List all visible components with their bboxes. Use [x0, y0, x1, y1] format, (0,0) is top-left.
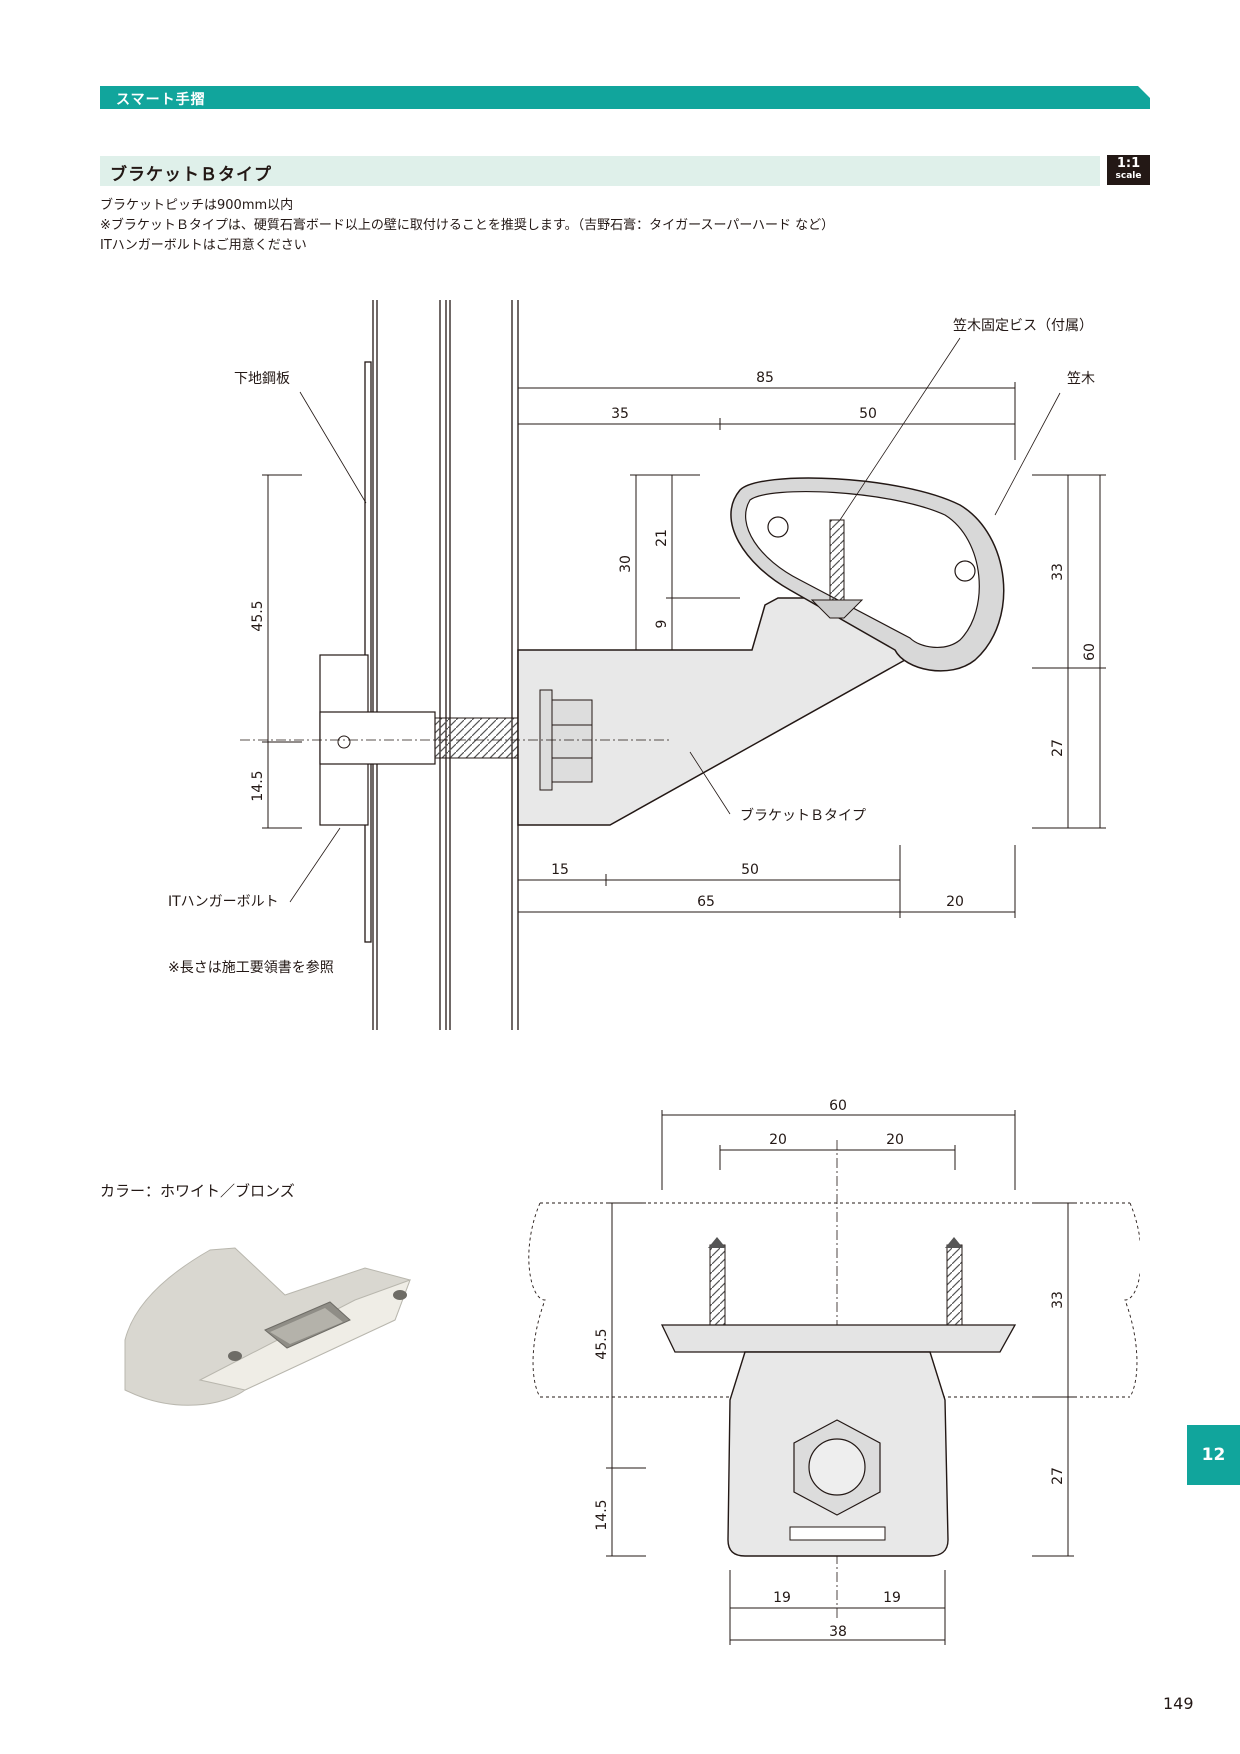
front-dim-20-right: 20 [886, 1132, 904, 1148]
label-length-note: ※長さは施工要領書を参照 [168, 959, 334, 976]
front-dim-45-5: 45.5 [594, 1328, 610, 1359]
nut [539, 689, 593, 791]
header-band: スマート手摺 [100, 86, 1150, 109]
page-number: 149 [1163, 1694, 1194, 1713]
side-dimension-lines [262, 382, 1106, 918]
dim-15: 15 [551, 862, 569, 878]
dim-65: 65 [697, 894, 715, 910]
front-dim-27: 27 [1050, 1467, 1066, 1485]
scale-word: scale [1115, 171, 1142, 181]
dim-50: 50 [859, 406, 877, 422]
front-dim-33: 33 [1050, 1291, 1066, 1309]
dim-45-5: 45.5 [250, 600, 266, 631]
section-band: ブラケットＢタイプ [100, 156, 1100, 186]
dim-35: 35 [611, 406, 629, 422]
label-hanger-bolt: ITハンガーボルト [168, 894, 279, 910]
leader-lines [289, 337, 1061, 903]
note-line: ブラケットピッチは900mm以内 [100, 198, 294, 213]
dim-85: 85 [756, 370, 774, 386]
notes: ブラケットピッチは900mm以内 ※ブラケットＢタイプは、硬質石膏ボード以上の壁… [100, 196, 834, 256]
wall-lines [364, 300, 519, 1030]
dim-14-5: 14.5 [250, 770, 266, 801]
front-view-drawing: 60 20 20 45.5 14.5 33 27 19 19 38 [528, 1098, 1140, 1645]
bracket-3d-illustration [124, 1247, 411, 1406]
front-screws [708, 1237, 963, 1326]
color-option: カラー：ホワイト／ブロンズ [100, 1182, 295, 1200]
scale-badge: 1:1 scale [1107, 155, 1150, 185]
front-nut [789, 1419, 886, 1541]
front-dimension-lines [606, 1110, 1074, 1645]
section-title: ブラケットＢタイプ [110, 165, 272, 185]
side-section-drawing: 85 35 50 45.5 14.5 30 21 9 33 60 27 15 5… [168, 300, 1106, 1030]
header-band-shape [100, 86, 1150, 109]
front-dim-19-left: 19 [773, 1590, 791, 1606]
note-line: ※ブラケットＢタイプは、硬質石膏ボード以上の壁に取付けることを推奨します。（吉野… [100, 218, 835, 233]
dim-33: 33 [1050, 563, 1066, 581]
handrail-profile [730, 477, 1005, 672]
dim-27: 27 [1050, 739, 1066, 757]
front-flange [660, 1324, 1017, 1353]
fixing-screw [810, 519, 864, 619]
scale-ratio: 1:1 [1116, 156, 1141, 171]
dim-20: 20 [946, 894, 964, 910]
label-rail: 笠木 [1067, 371, 1095, 387]
front-dim-14-5: 14.5 [594, 1499, 610, 1530]
header-band-title: スマート手摺 [116, 92, 206, 108]
label-fixing-screw: 笠木固定ビス（付属） [953, 318, 1093, 334]
label-steel-plate: 下地鋼板 [234, 371, 290, 387]
note-line: ITハンガーボルトはご用意ください [100, 238, 307, 253]
front-dim-19-right: 19 [883, 1590, 901, 1606]
dim-9: 9 [654, 620, 670, 629]
dim-30: 30 [618, 555, 634, 573]
dim-50-bottom: 50 [741, 862, 759, 878]
front-dim-38: 38 [829, 1624, 847, 1640]
label-bracket: ブラケットＢタイプ [740, 807, 866, 824]
dim-60: 60 [1082, 643, 1098, 661]
front-dim-20-left: 20 [769, 1132, 787, 1148]
chapter-tab[interactable]: 12 [1187, 1425, 1240, 1485]
front-dim-60: 60 [829, 1098, 847, 1114]
dim-21: 21 [654, 529, 670, 547]
